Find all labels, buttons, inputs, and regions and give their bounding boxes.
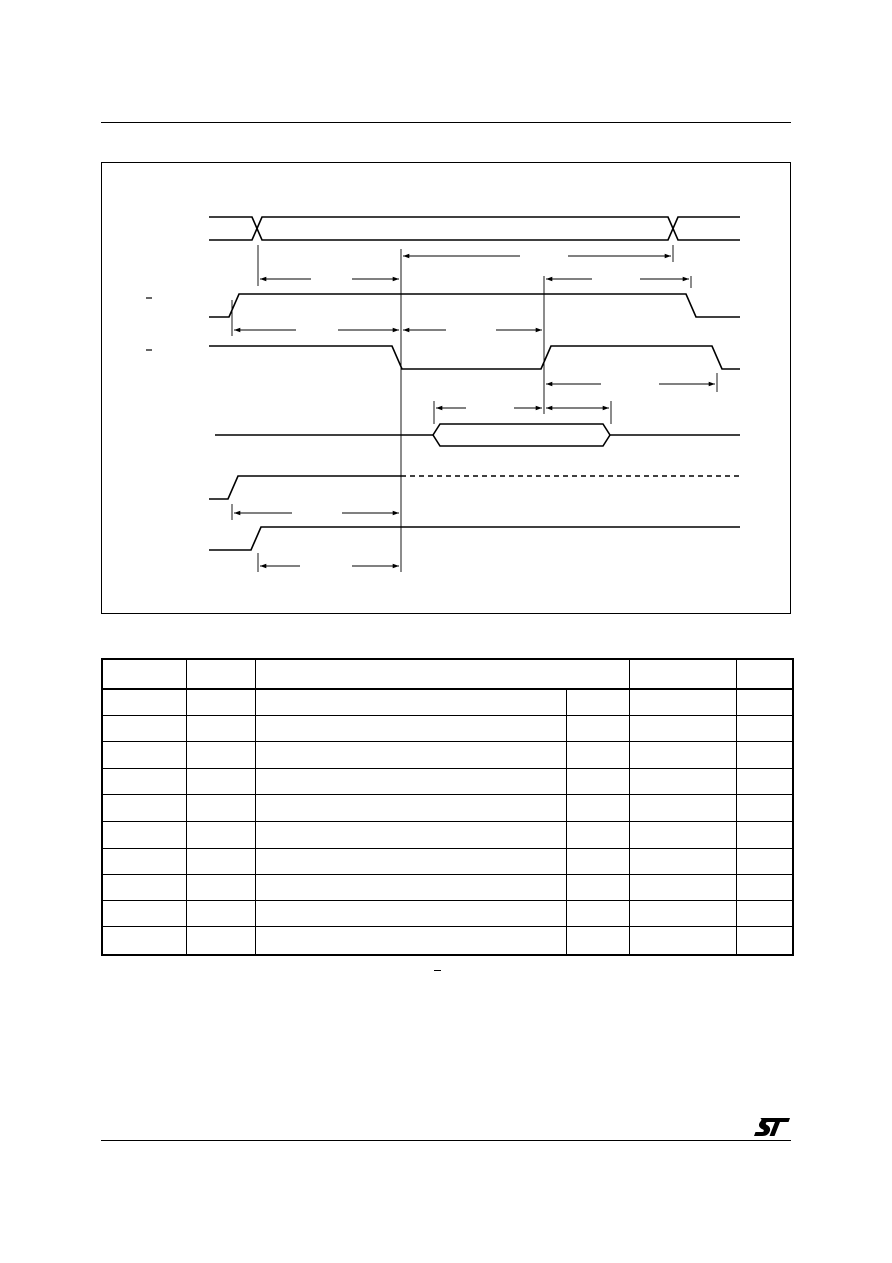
table-cell [565, 714, 630, 743]
table-header-row [101, 658, 794, 691]
table-cell [735, 900, 794, 928]
header-cell [254, 658, 630, 691]
table-cell [254, 900, 567, 928]
table-row [101, 688, 794, 716]
table-cell [254, 820, 567, 849]
table-cell [735, 768, 794, 796]
write-enable-waveform [209, 345, 740, 370]
table-cell [565, 741, 630, 770]
header-cell [101, 658, 187, 691]
signal-5-waveform [209, 475, 740, 500]
table-cell [628, 926, 737, 956]
table-cell [185, 794, 256, 822]
table-cell [254, 847, 567, 875]
table-cell [101, 741, 187, 770]
table-cell [565, 926, 630, 956]
table-cell [101, 768, 187, 796]
table-cell [254, 741, 567, 770]
table-cell [628, 820, 737, 849]
footer-rule [101, 1140, 791, 1141]
table-row [101, 794, 794, 822]
table-cell [185, 768, 256, 796]
table-cell [735, 794, 794, 822]
table-cell [185, 820, 256, 849]
table-cell [254, 926, 567, 956]
table-cell [565, 820, 630, 849]
table-cell [101, 847, 187, 875]
footnote-overbar [434, 970, 441, 971]
table-cell [254, 794, 567, 822]
signal-6-waveform [209, 526, 740, 551]
table-cell [185, 873, 256, 902]
table-cell [628, 688, 737, 716]
table-cell [565, 847, 630, 875]
table-cell [185, 688, 256, 716]
table-cell [185, 926, 256, 956]
header-cell [628, 658, 737, 691]
header-rule [101, 122, 791, 123]
table-cell [628, 847, 737, 875]
header-cell [185, 658, 256, 691]
table-cell [565, 794, 630, 822]
table-cell [185, 714, 256, 743]
table-cell [101, 926, 187, 956]
table-row [101, 768, 794, 796]
table-cell [254, 714, 567, 743]
table-cell [735, 873, 794, 902]
table-cell [254, 688, 567, 716]
table-cell [735, 714, 794, 743]
table-cell [185, 900, 256, 928]
table-cell [101, 688, 187, 716]
table-cell [628, 873, 737, 902]
table-row [101, 714, 794, 743]
table-row [101, 873, 794, 902]
table-cell [101, 900, 187, 928]
table-row [101, 820, 794, 849]
timing-diagram-frame [101, 162, 791, 614]
table-cell [735, 926, 794, 956]
header-cell [735, 658, 794, 691]
table-cell [628, 768, 737, 796]
address-bus-waveform [209, 216, 740, 241]
table-cell [628, 900, 737, 928]
table-cell [101, 820, 187, 849]
table-cell [628, 741, 737, 770]
table-cell [565, 768, 630, 796]
table-row [101, 900, 794, 928]
table-cell [101, 714, 187, 743]
data-in-waveform [215, 423, 740, 447]
table-row [101, 741, 794, 770]
table-cell [185, 741, 256, 770]
table-cell [735, 847, 794, 875]
table-cell [101, 873, 187, 902]
table-cell [565, 900, 630, 928]
table-cell [735, 820, 794, 849]
table-cell [565, 688, 630, 716]
st-logo-icon [754, 1118, 790, 1136]
table-cell [735, 741, 794, 770]
table-cell [628, 794, 737, 822]
table-cell [185, 847, 256, 875]
table-row [101, 926, 794, 956]
reference-lines [231, 245, 718, 572]
table-cell [101, 794, 187, 822]
table-cell [254, 873, 567, 902]
chip-enable-waveform [209, 293, 740, 318]
table-cell [735, 688, 794, 716]
table-row [101, 847, 794, 875]
table-cell [254, 768, 567, 796]
ac-characteristics-table [101, 658, 794, 956]
table-cell [628, 714, 737, 743]
table-cell [565, 873, 630, 902]
